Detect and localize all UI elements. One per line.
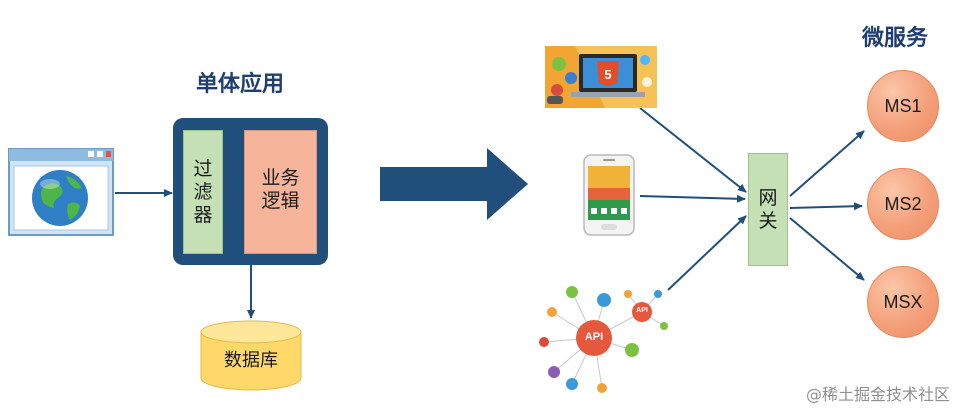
api-hub-small-label: API [636,307,648,314]
gateway-label: 网关 [758,186,778,232]
arrow-mobile-to-gateway [639,194,746,203]
business-logic-box: 业务逻辑 [244,130,317,254]
big-transition-arrow [380,148,528,220]
service-ms2: MS2 [867,168,939,240]
filter-label: 过滤器 [193,157,213,226]
arrow-api-to-gateway [667,215,747,291]
monolith-box: 过滤器 业务逻辑 [173,118,328,265]
service-ms1: MS1 [867,70,939,142]
database-label: 数据库 [224,350,278,371]
arrow-gateway-to-msx [789,217,865,281]
database-cylinder: 数据库 [199,320,303,392]
monolith-title: 单体应用 [196,72,285,97]
service-msx: MSX [867,266,939,338]
arrow-gateway-to-ms1 [789,130,865,197]
business-logic-label: 业务逻辑 [261,167,300,212]
api-hub-illustration: API API [532,272,672,402]
arrow-gateway-to-ms2 [789,202,863,211]
mobile-phone-icon [583,154,635,236]
gateway-box: 网关 [748,153,788,266]
filter-box: 过滤器 [183,130,223,254]
svg-text:5: 5 [604,67,611,82]
watermark-text: @稀土掘金技术社区 [806,385,951,404]
arrow-web-to-gateway [639,107,747,193]
microservices-title: 微服务 [862,26,929,51]
api-hub-center-label: API [584,331,604,343]
html5-web-illustration: 5 [545,46,657,108]
browser-window-icon [8,148,114,236]
